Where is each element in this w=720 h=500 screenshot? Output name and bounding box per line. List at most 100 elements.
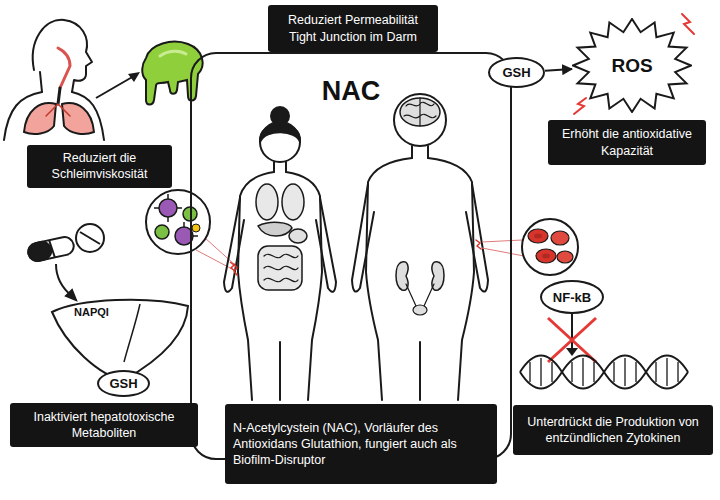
blood-cells-circle-part [551,231,569,245]
woman-figure-part [279,342,281,400]
summary-box: N-Acetylcystein (NAC), Vorläufer des Ant… [225,404,497,484]
man-figure-part [476,240,481,249]
pills-part [66,290,76,300]
blood-cells-circle [482,219,578,275]
woman-figure-part [234,264,237,275]
starburst-text: ROS [611,55,652,77]
dna-helix-part [530,358,678,386]
info-box: Reduziert die Schleimviskosität [27,145,172,188]
breathing-person-part [58,88,60,104]
spark-marks-part [574,98,586,114]
woman-figure-part [282,184,304,220]
liver-part [124,304,140,362]
woman-figure-part [289,229,307,243]
dna-helix [520,356,688,389]
starburst-outline [573,19,691,112]
liver-part [52,300,188,380]
oval-text: GSH [502,65,530,80]
molecule-oval: GSH [488,57,545,88]
oval-text: GSH [109,376,137,391]
woman-figure [224,107,336,400]
info-box: Reduziert Permeabilität Tight Junction i… [268,5,438,52]
spark-marks-part [682,14,694,34]
metabolite-label: NAPQI [74,306,109,318]
blood-cells-circle-part [528,229,548,243]
info-box: Erhöht die antioxidative Kapazität [548,120,706,165]
bacteria-circle-part [159,199,177,217]
woman-figure-part [271,107,289,125]
molecule-oval: GSH [97,370,150,397]
mucus-blob [142,42,202,105]
info-box: Unterdrückt die Produktion von entzündli… [513,405,713,455]
man-figure-part [413,305,427,315]
breathing-person [4,20,104,140]
mucus-arrow-part [96,76,134,98]
liver [52,300,188,380]
oval-text: NF-kB [553,290,591,305]
pills-part [27,235,76,262]
mucus-arrow [96,72,140,98]
mucus-blob-part [160,51,186,56]
man-figure-part [428,158,474,400]
box-text: Inaktiviert hepatotoxische Metaboliten [18,409,190,442]
woman-figure-part [256,184,278,220]
man-figure [352,94,488,400]
man-figure-part [466,184,488,292]
inhibition-arrow-part [548,318,596,362]
man-figure-part [406,284,434,306]
box-text: N-Acetylcystein (NAC), Vorläufer des Ant… [233,420,489,469]
blood-cells-circle-part [522,219,578,275]
body-frame: NAC [190,52,512,460]
inhibition-arrow-part [571,314,573,350]
man-figure-part [400,98,440,126]
connector-arrow [545,69,572,71]
box-text: Unterdrückt die Produktion von entzündli… [521,414,705,447]
bacteria-circle-part [155,225,169,239]
woman-figure-part [258,246,302,290]
breathing-person-part [24,103,56,134]
blood-cells-circle-part [534,234,542,239]
man-figure-part [352,184,374,292]
woman-figure-part [316,198,336,292]
man-figure-part [404,98,436,126]
pills-part [76,224,104,252]
inhibition-arrow-part [566,348,578,356]
bacteria-circle-part [146,190,210,254]
ros-starburst: ROS [572,18,692,113]
man-figure-part [419,342,421,400]
frame-title: NAC [192,76,510,107]
blood-cells-circle-part [482,240,522,242]
woman-figure-part [260,122,300,162]
man-figure-part [412,146,428,158]
box-text: Reduziert Permeabilität Tight Junction i… [276,12,430,45]
woman-figure-part [258,222,292,236]
inhibition-arrow-part [548,318,596,362]
blood-cells-circle-part [542,254,550,259]
dna-helix-part [520,356,688,389]
mucus-arrow-part [128,72,140,82]
inhibition-arrow [548,314,596,362]
box-text: Reduziert die Schleimviskosität [35,150,164,183]
breathing-person-part [58,48,70,88]
spark-marks [574,14,694,114]
breathing-person-part [62,103,94,134]
woman-figure-part [224,198,244,292]
breathing-person-part [33,20,92,92]
blood-cells-circle-part [557,251,573,263]
info-box: Inaktiviert hepatotoxische Metaboliten [10,403,198,447]
man-figure-part [366,158,412,400]
mucus-blob-part [142,42,202,105]
molecule-oval: NF-kB [540,280,604,314]
blood-cells-circle-part [536,249,556,263]
dna-helix-part [520,356,688,389]
box-text: Erhöht die antioxidative Kapazität [556,126,698,159]
pills-part [27,240,53,262]
breathing-person-part [46,104,70,116]
blood-cells-circle-part [482,248,524,256]
breathing-person-part [40,72,42,92]
pills-part [80,232,100,244]
woman-figure-part [264,254,298,281]
woman-figure-part [274,162,286,172]
woman-figure-part [260,124,300,142]
pills [27,224,104,300]
